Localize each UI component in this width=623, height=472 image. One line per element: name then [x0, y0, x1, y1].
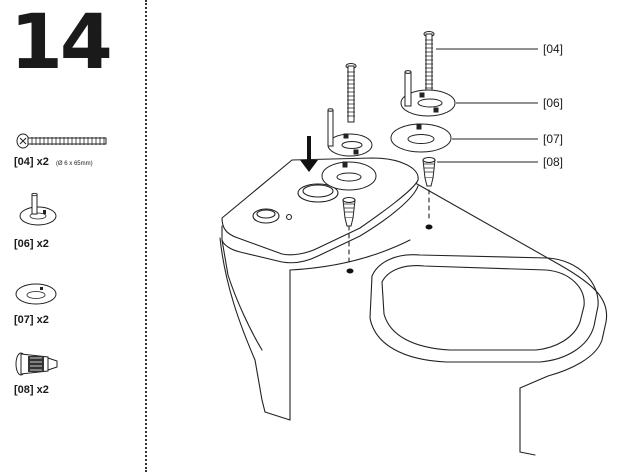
fixing-plate-with-bolt-icon [19, 192, 57, 226]
long-bolt-icon [16, 133, 107, 149]
bolt-left [345, 63, 357, 123]
callout-06: [06] [543, 96, 564, 110]
part-06-qty: x2 [36, 238, 49, 250]
part-04: [04] x2 (Ø 6 x 65mm) [14, 132, 142, 170]
part-04-code: [04] [14, 156, 34, 168]
cistern-lid [221, 157, 419, 256]
expansion-anchor-right [422, 157, 436, 187]
washer-plate-right [390, 123, 452, 153]
fixing-plate-right [400, 70, 456, 117]
dotted-divider [145, 0, 147, 472]
part-08: [08] x2 [14, 350, 142, 396]
toilet-pan [219, 237, 266, 413]
expansion-anchor-left [342, 197, 356, 227]
mounting-hole-right [425, 224, 433, 230]
part-07: [07] x2 [14, 282, 142, 326]
down-arrow-icon [300, 136, 318, 172]
part-04-qty: x2 [36, 156, 49, 168]
washer-plate-left [321, 161, 377, 191]
bowl-rim [369, 254, 599, 363]
part-07-qty: x2 [36, 314, 49, 326]
bolt-right [423, 31, 435, 95]
callout-08: [08] [543, 155, 564, 169]
expansion-anchor-icon [15, 352, 58, 376]
washer-plate-icon [15, 283, 57, 305]
callout-04: [04] [543, 42, 564, 56]
mounting-hole-left [346, 268, 354, 274]
part-07-code: [07] [14, 314, 34, 326]
part-04-note: (Ø 6 x 65mm) [55, 161, 93, 167]
part-08-qty: x2 [36, 384, 49, 396]
fixing-plate-left [327, 108, 373, 157]
part-08-code: [08] [14, 384, 34, 396]
callout-07: [07] [543, 132, 564, 146]
part-06: [06] x2 [14, 192, 142, 250]
part-06-code: [06] [14, 238, 34, 250]
step-number: 14 [10, 0, 113, 86]
